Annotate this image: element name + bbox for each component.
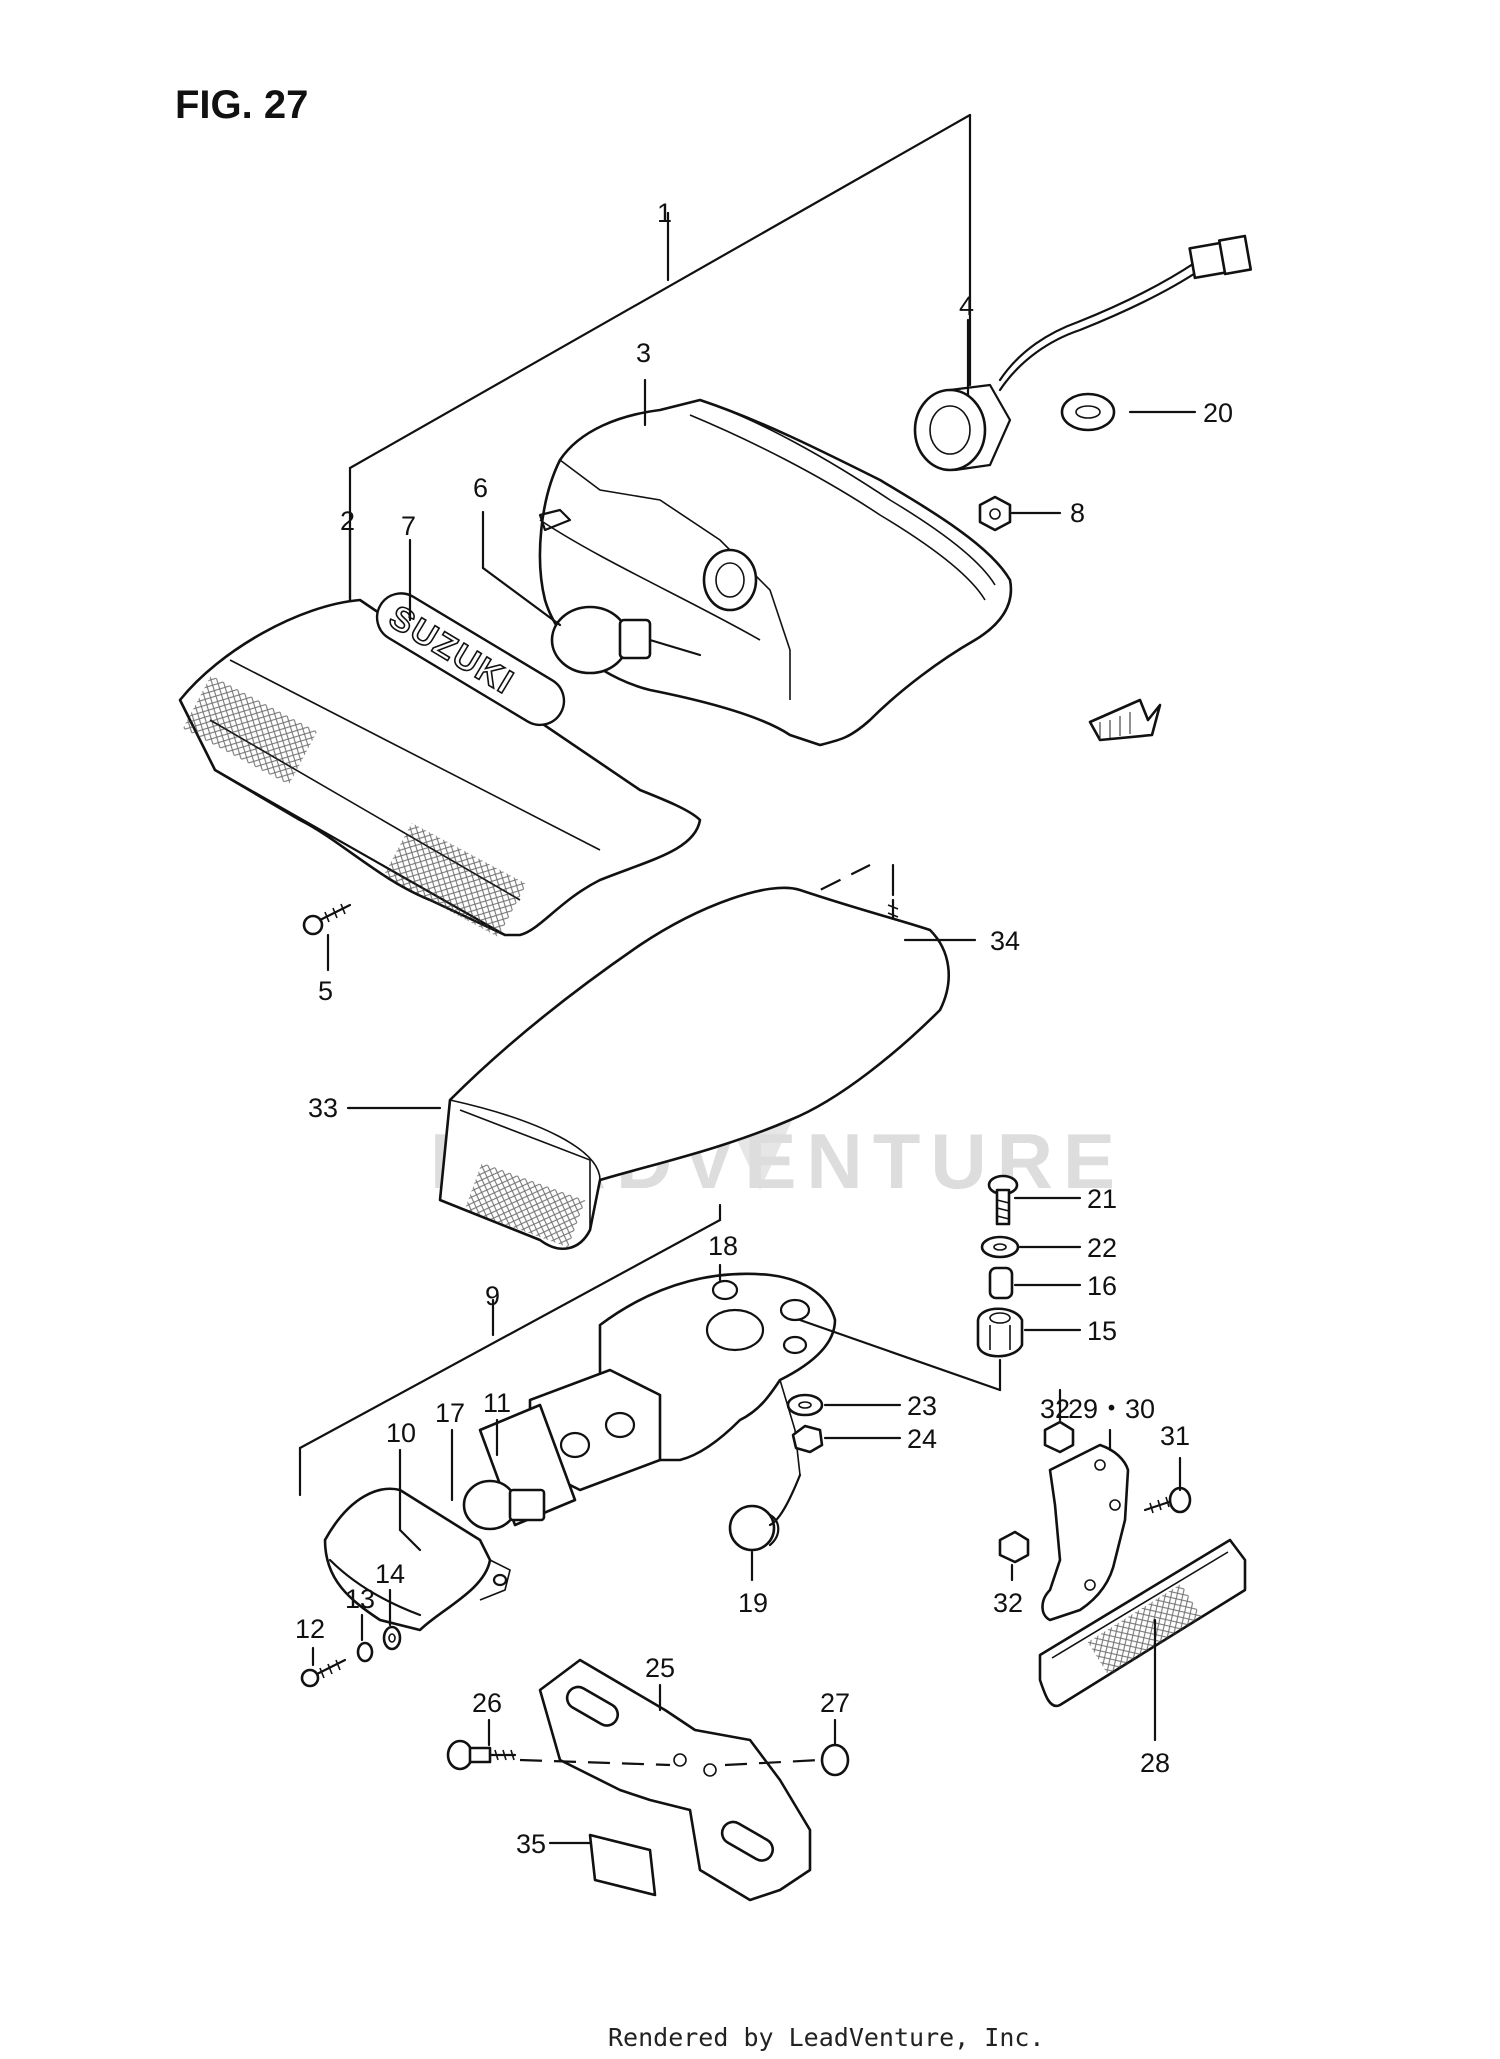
- callout-9: 9: [485, 1281, 500, 1311]
- callout-11: 11: [483, 1388, 511, 1418]
- callout-1: 1: [657, 198, 672, 228]
- leader-19-curve: [768, 1473, 802, 1527]
- part-bolt-26: [446, 1739, 517, 1771]
- callout-22: 22: [1087, 1233, 1117, 1263]
- part-nut-27: [820, 1743, 850, 1777]
- callout-6: 6: [473, 473, 488, 503]
- callout-labels: 1 2 3 4 5 6 7 8 9 10 11 12 13 14 15 16 1…: [295, 198, 1233, 1859]
- callout-31: 31: [1160, 1421, 1190, 1451]
- part-reflector-bracket: [1041, 1443, 1130, 1622]
- callout-26: 26: [472, 1688, 502, 1718]
- footer-credit: Rendered by LeadVenture, Inc.: [608, 2023, 1045, 2052]
- callout-35: 35: [516, 1829, 546, 1859]
- part-screw-5: [302, 903, 352, 936]
- part-nut-8: [978, 495, 1012, 532]
- assembly-bracket-9: [298, 1203, 722, 1497]
- callout-13: 13: [345, 1584, 375, 1614]
- callout-5: 5: [318, 976, 333, 1006]
- part-lens: SUZUKI: [178, 592, 702, 938]
- part-bulb: [550, 605, 702, 675]
- callout-12: 12: [295, 1614, 325, 1644]
- callout-32a: 32: [1040, 1394, 1070, 1424]
- figure-title: FIG. 27: [175, 83, 308, 127]
- callout-27: 27: [820, 1688, 850, 1718]
- part-washer-23: [786, 1393, 824, 1417]
- part-nut-32a: [1043, 1420, 1075, 1454]
- callout-32b: 32: [993, 1588, 1023, 1618]
- part-nut-24: [791, 1424, 824, 1454]
- callout-10: 10: [386, 1418, 416, 1448]
- callout-33: 33: [308, 1093, 338, 1123]
- callout-21: 21: [1087, 1184, 1117, 1214]
- part-washer-13: [356, 1641, 374, 1663]
- callout-3: 3: [636, 338, 651, 368]
- dashline-27: [724, 1758, 821, 1767]
- part-lower-lens: [323, 1487, 511, 1632]
- callout-15: 15: [1087, 1316, 1117, 1346]
- part-screw-31: [1143, 1486, 1192, 1514]
- callout-2: 2: [340, 506, 355, 536]
- part-socket-harness: [913, 234, 1253, 472]
- part-collar-16: [988, 1266, 1014, 1300]
- part-nut-32b: [998, 1530, 1030, 1564]
- callout-8: 8: [1070, 498, 1085, 528]
- part-reflector: [1038, 1538, 1247, 1708]
- part-bolt-21: [987, 1174, 1019, 1226]
- part-damper-15: [976, 1307, 1024, 1358]
- callout-4: 4: [959, 291, 974, 321]
- callout-18: 18: [708, 1231, 738, 1261]
- part-grommet-19: [728, 1504, 780, 1552]
- leader-15-bracket: [798, 1318, 1002, 1392]
- callout-17: 17: [435, 1398, 465, 1428]
- part-screw-12: [300, 1658, 347, 1688]
- callout-29-30: 29・30: [1068, 1394, 1155, 1424]
- part-housing: [538, 398, 1013, 747]
- callout-34: 34: [990, 926, 1020, 956]
- callout-14: 14: [375, 1559, 405, 1589]
- callout-24: 24: [907, 1424, 937, 1454]
- callout-25: 25: [645, 1653, 675, 1683]
- part-washer-14: [382, 1625, 402, 1651]
- callout-23: 23: [907, 1391, 937, 1421]
- callout-7: 7: [401, 511, 416, 541]
- callout-28: 28: [1140, 1748, 1170, 1778]
- leader-lines: [311, 211, 1197, 1845]
- direction-arrow-icon: [1088, 698, 1162, 742]
- callout-16: 16: [1087, 1271, 1117, 1301]
- dashline-26: [519, 1758, 671, 1767]
- part-grommet-20: [1060, 392, 1116, 432]
- part-washer-22: [980, 1235, 1020, 1259]
- part-pad-35: [588, 1833, 657, 1897]
- part-socket-holder: [462, 1368, 662, 1531]
- part-plate-bracket: [538, 1658, 812, 1902]
- part-cover: [438, 886, 951, 1250]
- callout-20: 20: [1203, 398, 1233, 428]
- callout-19: 19: [738, 1588, 768, 1618]
